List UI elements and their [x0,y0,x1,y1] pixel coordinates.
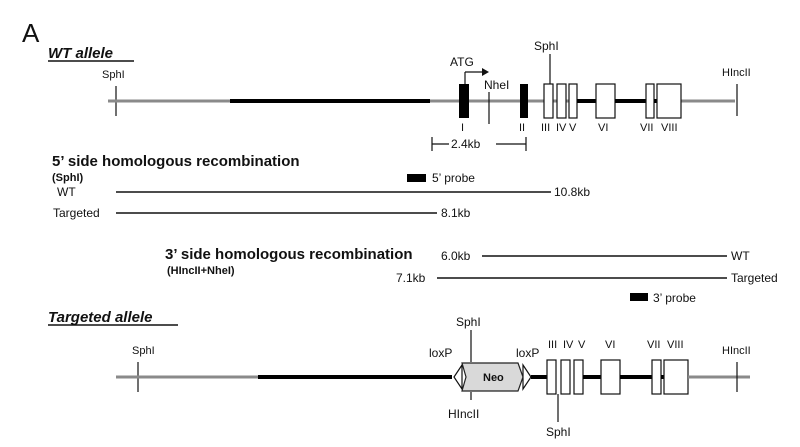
wt-nhei-label: NheI [484,78,509,92]
targeted-sphi-top-label: SphI [456,315,481,329]
three-prime-wt-size: 6.0kb [441,249,471,263]
targeted-exon-label-5: V [578,339,586,351]
targeted-hincii-bottom-label: HIncII [448,407,479,421]
targeted-exon-label-3: III [548,339,557,351]
three-prime-wt-label: WT [731,249,750,263]
wt-exon-label-1: I [461,122,464,134]
targeted-hincii-right-label: HIncII [722,345,751,357]
five-prime-targeted-label: Targeted [53,206,100,220]
wt-exon-3 [543,83,554,119]
five-prime-title: 5’ side homologous recombination [52,153,300,170]
five-prime-subtitle: (SphI) [52,172,83,184]
wt-exon-2 [520,84,528,118]
wt-atg-arrowhead-icon [482,68,489,76]
targeted-exon-label-8: VIII [667,339,684,351]
wt-exon-label-8: VIII [661,122,678,134]
targeted-exon-label-6: VI [605,339,615,351]
wt-exon-4 [556,83,567,119]
wt-sphi-top-label: SphI [534,39,559,53]
targeted-exon-4 [560,359,571,395]
panel-label: A [22,18,40,48]
five-prime-probe-label: 5’ probe [432,171,475,185]
wt-exon-7 [645,83,655,119]
wt-exon-label-2: II [519,122,525,134]
wt-hincii-label: HIncII [722,67,751,79]
targeted-exon-6 [600,359,621,395]
wt-exon-label-7: VII [640,122,653,134]
targeted-exon-label-7: VII [647,339,660,351]
targeted-sphi-bottom-label: SphI [546,425,571,439]
loxp-right-icon [522,363,532,391]
targeted-sphi-left-label: SphI [132,345,155,357]
targeted-exon-3 [546,359,557,395]
five-prime-targeted-size: 8.1kb [441,206,471,220]
three-prime-targeted-label: Targeted [731,271,778,285]
wt-exon-label-4: IV [556,122,567,134]
three-prime-subtitle: (HIncII+NheI) [167,265,235,277]
wt-exon-1 [459,84,469,118]
three-prime-probe-bar [630,293,648,301]
wt-exon-8 [656,83,682,119]
targeted-loxp-left-label: loxP [429,346,452,360]
wt-atg-label: ATG [450,55,474,69]
wt-exon-label-5: V [569,122,577,134]
targeted-allele-title: Targeted allele [48,309,153,326]
targeted-exon-7 [651,359,662,395]
targeted-exon-5 [573,359,584,395]
five-prime-wt-label: WT [57,185,76,199]
wt-sphi-left-label: SphI [102,69,125,81]
five-prime-probe-bar [407,174,426,182]
wt-exon-label-6: VI [598,122,608,134]
wt-exon-5 [568,83,578,119]
three-prime-targeted-size: 7.1kb [396,271,426,285]
wt-allele-title: WT allele [48,45,113,62]
wt-exon-6 [595,83,616,119]
wt-exon-label-3: III [541,122,550,134]
three-prime-probe-label: 3’ probe [653,291,696,305]
targeted-exon-label-4: IV [563,339,574,351]
targeted-exon-8 [663,359,689,395]
scale-bar-label: 2.4kb [451,137,481,151]
loxp-left-icon [453,363,463,391]
three-prime-title: 3’ side homologous recombination [165,246,413,263]
targeted-loxp-right-label: loxP [516,346,539,360]
five-prime-wt-size: 10.8kb [554,185,590,199]
neo-label: Neo [483,372,504,384]
neo-cassette [461,362,524,392]
